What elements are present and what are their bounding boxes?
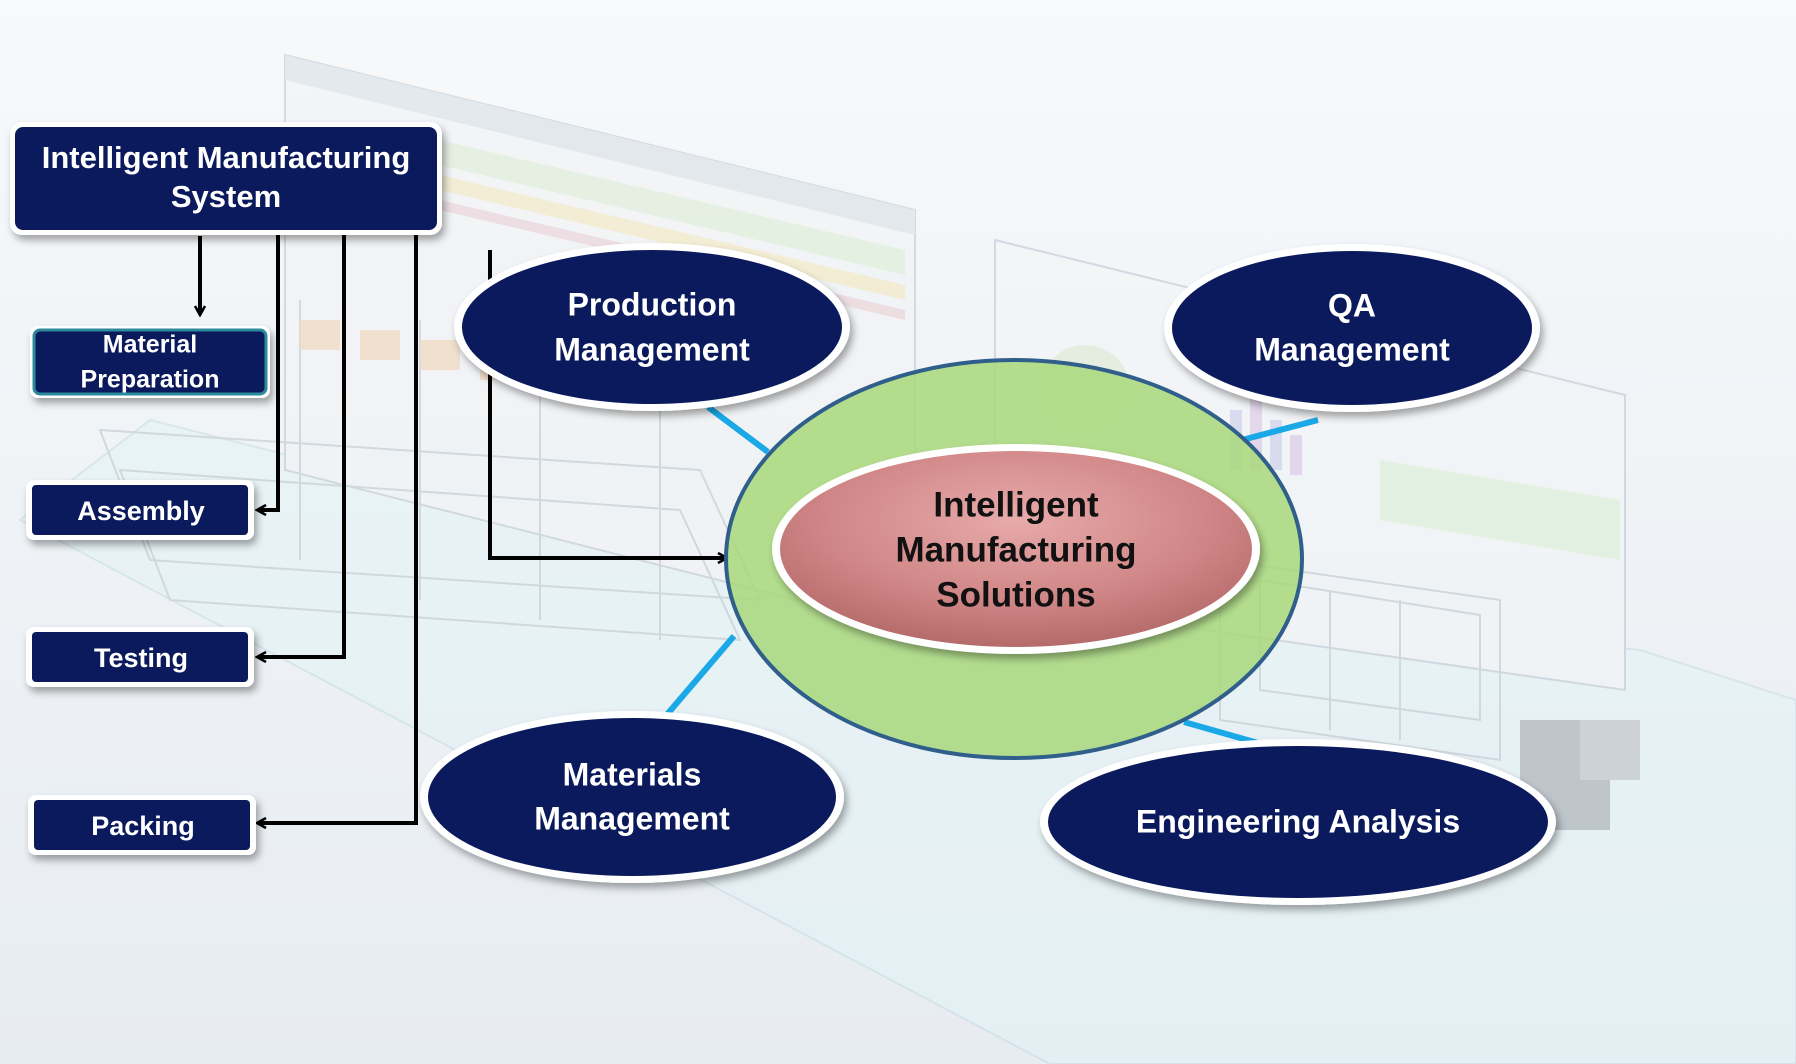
process-step-assembly: Assembly	[26, 480, 254, 540]
module-production-line2: Management	[554, 331, 750, 367]
module-connectors	[661, 404, 1319, 746]
step-testing-label: Testing	[94, 643, 188, 673]
process-step-packing: Packing	[28, 795, 256, 855]
module-qa-line2: Management	[1254, 331, 1450, 367]
step-packing-label: Packing	[91, 811, 195, 841]
step-material-preparation-line2: Preparation	[81, 366, 220, 394]
center-line2: Manufacturing	[895, 530, 1136, 569]
arrow-to-packing	[258, 234, 418, 823]
center-solutions: Intelligent Manufacturing Solutions	[772, 444, 1260, 654]
connector-materials	[661, 634, 737, 720]
connector-engineering	[1183, 719, 1259, 746]
system-box: Intelligent Manufacturing System	[10, 122, 442, 235]
module-materials-management: Materials Management	[420, 711, 844, 883]
module-production-line1: Production	[568, 286, 737, 322]
step-material-preparation-line1: Material	[103, 331, 197, 359]
process-step-testing: Testing	[26, 627, 254, 687]
arrow-to-assembly	[258, 234, 280, 510]
arrow-to-testing	[258, 234, 346, 657]
connector-qa	[1241, 417, 1319, 443]
module-production-management: Production Management	[454, 243, 850, 411]
system-box-line1: Intelligent Manufacturing	[42, 140, 411, 175]
center-line3: Solutions	[936, 575, 1095, 614]
module-qa-management: QA Management	[1164, 244, 1540, 412]
module-qa-line1: QA	[1328, 287, 1376, 323]
module-engineering-label: Engineering Analysis	[1136, 803, 1460, 839]
module-engineering-analysis: Engineering Analysis	[1040, 739, 1556, 905]
center-line1: Intelligent	[933, 485, 1099, 524]
system-box-line2: System	[171, 179, 281, 214]
center-ellipse	[780, 451, 1252, 647]
module-materials-line2: Management	[534, 800, 730, 836]
connector-production	[706, 404, 770, 455]
step-assembly-label: Assembly	[77, 496, 205, 526]
process-step-material-preparation: Material Preparation	[30, 326, 270, 398]
module-materials-line1: Materials	[563, 756, 702, 792]
